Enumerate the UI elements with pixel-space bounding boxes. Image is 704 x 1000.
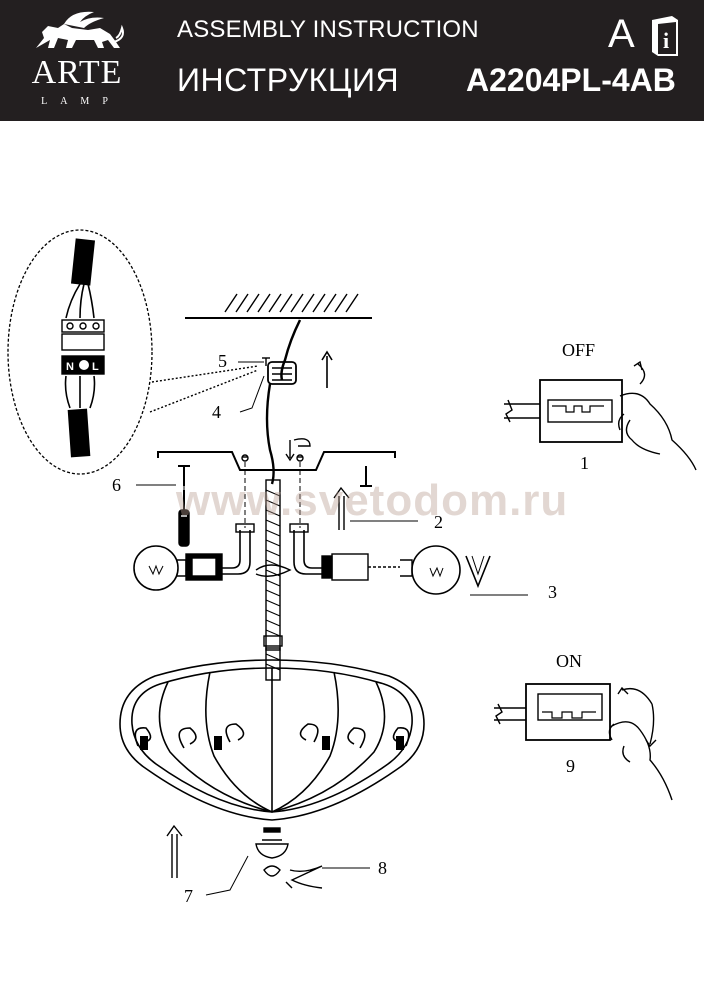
step-label-5: 5: [218, 351, 227, 371]
hand-icon: [617, 392, 697, 471]
neutral-terminal-label: N: [66, 361, 74, 373]
bulb-icon-right: [400, 545, 461, 595]
mounting-screw-left: [178, 465, 190, 486]
wiring-detail-callout: N L: [7, 229, 259, 475]
bulb-icon: [133, 545, 187, 591]
step-label-4: 4: [212, 402, 221, 422]
switch-off-label: OFF: [562, 340, 596, 360]
switch-off-illustration: [504, 360, 697, 471]
brand-subtitle: LAMP: [41, 96, 121, 107]
step-label-8: 8: [378, 858, 387, 878]
rotate-arrow-icon: [465, 555, 491, 589]
switch-on-label: ON: [556, 651, 582, 671]
leader-lines: [136, 361, 528, 896]
lamp-holder-left: [185, 523, 255, 581]
central-stem: [263, 383, 283, 681]
plug-arrow-icon: [285, 438, 311, 462]
arrow-up-icon: [166, 350, 350, 878]
screwdriver-icon: [178, 490, 190, 547]
step-label-9: 9: [566, 756, 575, 776]
mounting-screw-right: [360, 466, 372, 487]
header-bar: ARTE LAMP ASSEMBLY INSTRUCTION ИНСТРУКЦИ…: [0, 0, 704, 121]
hand-icon-on: [608, 721, 673, 801]
title-english: ASSEMBLY INSTRUCTION: [177, 16, 479, 43]
lamp-holder-right: [289, 523, 400, 581]
watermark: www.svetodom.ru: [176, 476, 569, 525]
lion-logo-icon: [36, 11, 124, 48]
junction-block: [262, 357, 297, 385]
step-label-3: 3: [548, 582, 557, 602]
language-letter: A: [608, 12, 635, 56]
supply-wire: [280, 319, 302, 381]
info-glyph: i: [663, 28, 669, 53]
model-number: A2204PL-4AB: [466, 62, 676, 98]
step-label-1: 1: [580, 453, 589, 473]
title-russian: ИНСТРУКЦИЯ: [177, 62, 400, 98]
brand-name: ARTE: [31, 54, 123, 91]
book-info-icon: i: [652, 16, 678, 56]
guide-lines: [183, 462, 301, 528]
twist-arrow-icon: [255, 564, 292, 577]
finial-parts: [255, 827, 323, 889]
ground-symbol-icon: [79, 360, 89, 370]
live-terminal-label: L: [92, 361, 99, 373]
assembly-diagram: N L: [7, 229, 697, 896]
step-label-2: 2: [434, 512, 443, 532]
switch-on-illustration: [494, 683, 673, 801]
step-label-6: 6: [112, 475, 121, 495]
step-label-7: 7: [184, 886, 193, 906]
ceiling: [185, 293, 372, 319]
canopy-plate: [157, 451, 396, 471]
lamp-shade: [119, 659, 425, 821]
